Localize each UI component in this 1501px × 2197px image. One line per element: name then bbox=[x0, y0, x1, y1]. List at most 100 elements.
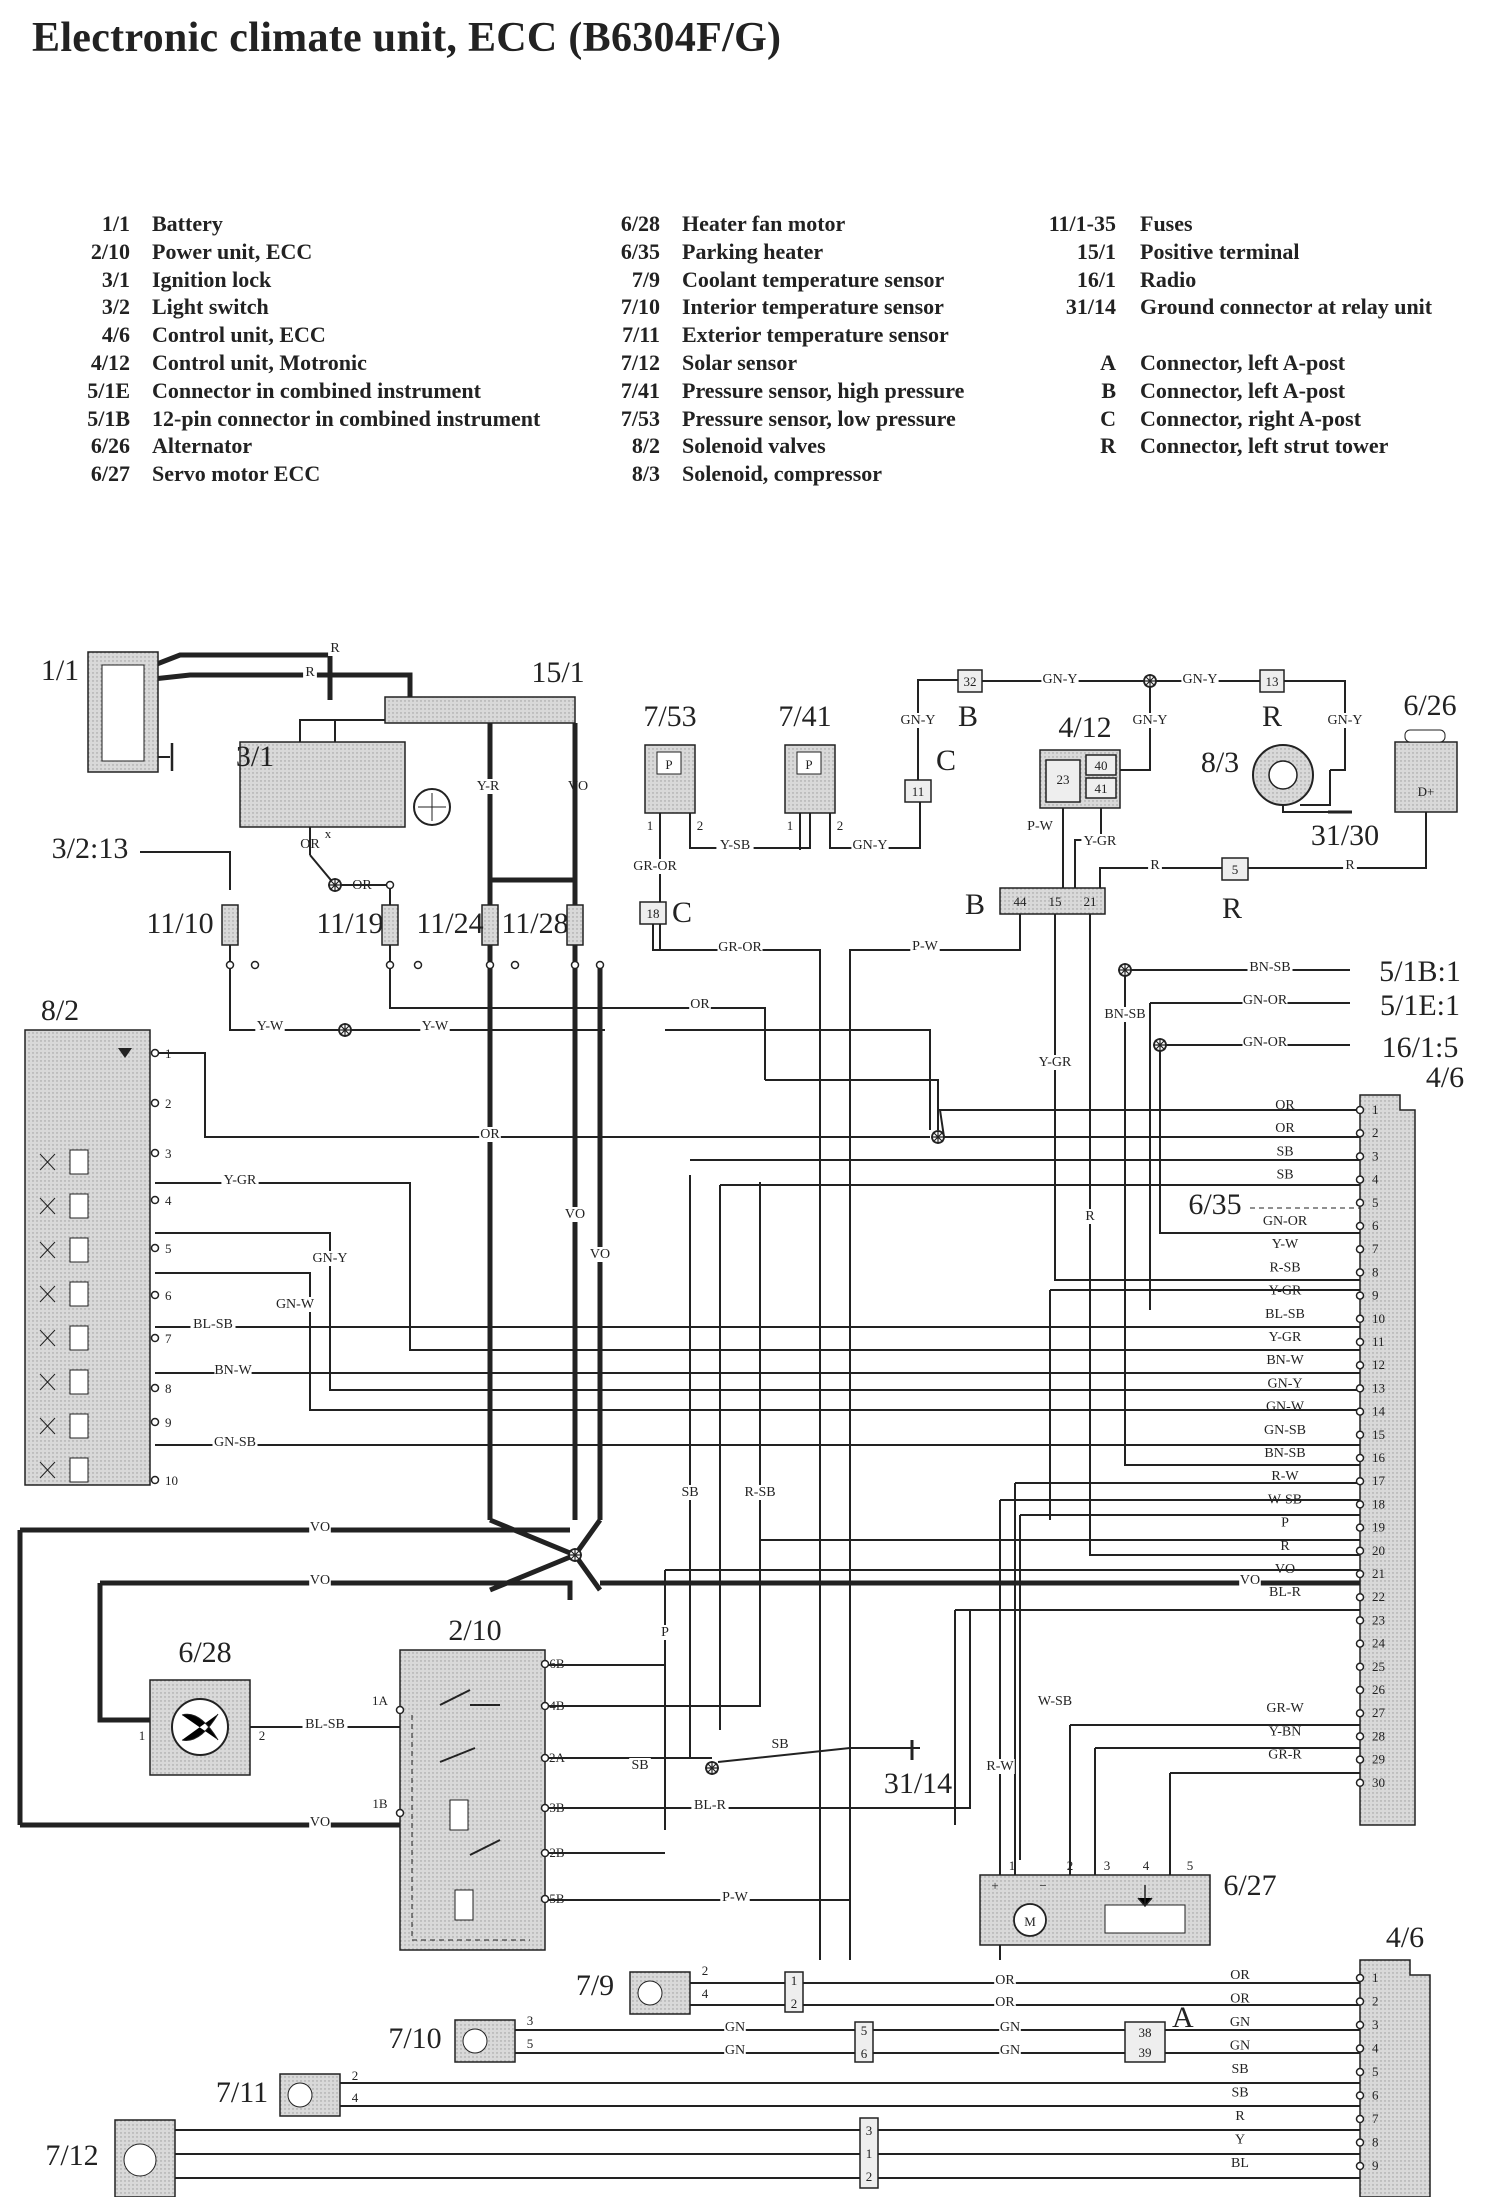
page-title: Electronic climate unit, ECC (B6304F/G) bbox=[32, 15, 782, 61]
fuse-icon bbox=[566, 904, 584, 946]
compressor-solenoid-core bbox=[1268, 760, 1298, 790]
terminal-dot bbox=[385, 960, 395, 970]
terminal-dot bbox=[1355, 1198, 1365, 1208]
ecu-pin-label: 10 bbox=[1372, 1311, 1385, 1326]
terminal-dot bbox=[150, 1048, 160, 1058]
legend-code: 15/1 bbox=[1076, 238, 1116, 264]
p-label: P bbox=[805, 757, 812, 772]
connector-pin-5 bbox=[1221, 857, 1249, 881]
legend-code: R bbox=[1100, 433, 1116, 459]
servo-minus-label: − bbox=[1039, 1878, 1046, 1893]
positive-terminal-bar bbox=[384, 696, 576, 724]
terminal-dot bbox=[1355, 1291, 1365, 1300]
ecu-pin-label: 8 bbox=[1372, 1264, 1379, 1279]
motronic-label: 4/12 bbox=[1058, 711, 1111, 744]
legend-desc: Solenoid, compressor bbox=[682, 461, 883, 487]
wire-label-bg bbox=[985, 1759, 1015, 1774]
wire-label-or: OR bbox=[995, 1973, 1015, 1988]
terminal-dot bbox=[1355, 1708, 1365, 1718]
ecu-pin-label: 16 bbox=[1372, 1450, 1386, 1465]
ecu-wire-label: OR bbox=[1230, 1992, 1250, 2007]
sensor-icon bbox=[637, 1980, 663, 2006]
connector-5-1e-label: 5/1E:1 bbox=[1380, 989, 1460, 1022]
wire-label-sb: SB bbox=[631, 1758, 648, 1773]
wire-label-gny: GN-Y bbox=[1328, 713, 1363, 728]
legend-code: 7/12 bbox=[620, 349, 660, 375]
splice-icon bbox=[338, 1023, 352, 1037]
ecu-pin-label: 30 bbox=[1372, 1775, 1385, 1790]
terminal-dot bbox=[540, 1753, 550, 1763]
ecu-wire-label: R-W bbox=[1271, 1469, 1299, 1484]
ecu-pin-label: 7 bbox=[1372, 1241, 1379, 1256]
ecu-pin-label: 21 bbox=[1372, 1566, 1385, 1581]
ground-31-14-label: 31/14 bbox=[884, 1767, 952, 1800]
wire-label-gny: GN-Y bbox=[313, 1251, 348, 1266]
fuse-label: 11/24 bbox=[416, 907, 483, 940]
wire bbox=[689, 1175, 712, 1759]
wire-label-gny: GN-Y bbox=[901, 713, 936, 728]
splice-icon bbox=[705, 1761, 719, 1775]
ecu-pin-label: 27 bbox=[1372, 1705, 1386, 1720]
wire-label-bg bbox=[629, 1758, 651, 1773]
terminal-dot bbox=[225, 960, 235, 970]
ecu-pin-label: 6 bbox=[1372, 2088, 1379, 2103]
ecu-wire-label: R bbox=[1280, 1539, 1290, 1554]
ecu-pin-label: 19 bbox=[1372, 1520, 1385, 1535]
pin-label: 5 bbox=[527, 2036, 534, 2051]
servo-pin-label: 1 bbox=[1009, 1858, 1016, 1873]
wire-label-pw: P-W bbox=[1027, 819, 1053, 834]
wire-label-bg bbox=[1242, 1035, 1288, 1050]
wire-label-gny: GN-Y bbox=[1043, 672, 1078, 687]
light-switch-label: 3/2:13 bbox=[52, 832, 129, 865]
wire-label-bg bbox=[473, 779, 503, 794]
wire bbox=[1120, 687, 1151, 771]
legend-code: 4/12 bbox=[90, 349, 130, 375]
pin-label: 4 bbox=[702, 1986, 709, 2001]
motronic-pin-box bbox=[1045, 759, 1081, 803]
legend-desc: Coolant temperature sensor bbox=[682, 266, 945, 292]
fuse-icon bbox=[381, 904, 399, 946]
wire-label-bg bbox=[716, 838, 754, 853]
legend-desc: Solenoid valves bbox=[682, 433, 826, 459]
terminal-dot bbox=[1355, 1778, 1365, 1788]
ecu-pin-label: 25 bbox=[1372, 1659, 1385, 1674]
wire-label-bg bbox=[851, 838, 889, 853]
terminal-dot bbox=[1355, 1314, 1365, 1324]
key-icon bbox=[418, 793, 446, 821]
pin-label: 3 bbox=[527, 2013, 534, 2028]
legend-code: 11/1-35 bbox=[1048, 211, 1116, 236]
wire-label-bg bbox=[1148, 858, 1162, 873]
ecu-pin-label: 23 bbox=[1372, 1612, 1385, 1627]
ecu-pin-label: 3 bbox=[1372, 2017, 1379, 2032]
ecu-wire-label: GN bbox=[1230, 2015, 1250, 2030]
solenoid-pin-label: 5 bbox=[165, 1241, 172, 1256]
wire-label-gn: GN bbox=[1000, 2020, 1020, 2035]
ecu-wire-label: OR bbox=[1230, 1968, 1250, 1983]
ecu-pin-label: 9 bbox=[1372, 1288, 1379, 1303]
wire bbox=[1089, 914, 1360, 1556]
ecu-pin-label: 17 bbox=[1372, 1473, 1386, 1488]
terminal-dot bbox=[1355, 1244, 1365, 1254]
ecu-pin-label: 1 bbox=[1372, 1102, 1379, 1117]
wire-label-bnsb: BN-SB bbox=[1249, 960, 1290, 975]
pin-label: 23 bbox=[1057, 772, 1070, 787]
legend-code: C bbox=[1100, 405, 1116, 431]
wire bbox=[1054, 914, 1360, 1281]
wire-label-bnw: BN-W bbox=[214, 1363, 252, 1378]
ecu-wire-label: Y-GR bbox=[1269, 1284, 1302, 1299]
legend-desc: Parking heater bbox=[682, 238, 824, 264]
ecu-pin-label: 13 bbox=[1372, 1380, 1385, 1395]
diode-icon bbox=[118, 1048, 132, 1058]
terminal-dot bbox=[1355, 1152, 1365, 1161]
ecu-pin-label: 18 bbox=[1372, 1496, 1385, 1511]
ecu-pin-label: 5 bbox=[1372, 2064, 1379, 2079]
wire bbox=[140, 851, 231, 890]
pin-label: 38 bbox=[1139, 2025, 1152, 2040]
legend-desc: Battery bbox=[152, 211, 223, 236]
legend-desc: Pressure sensor, low pressure bbox=[682, 405, 956, 431]
